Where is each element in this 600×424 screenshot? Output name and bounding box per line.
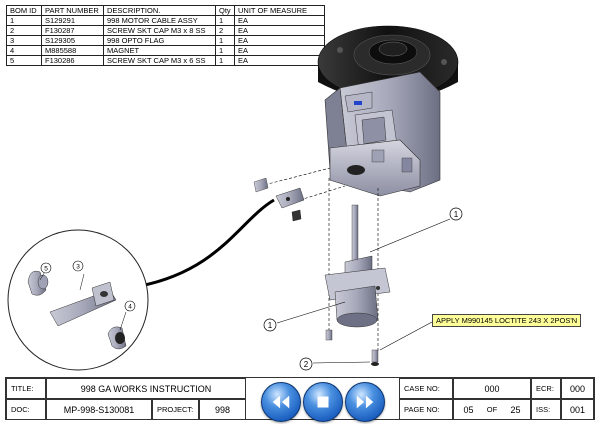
callout-1-upper bbox=[449, 207, 463, 221]
rewind-icon bbox=[272, 395, 290, 409]
detail-callout-5-label: 5 bbox=[44, 266, 48, 273]
detail-callout-3 bbox=[72, 260, 84, 272]
motor-housing-part bbox=[324, 71, 441, 197]
callout-2 bbox=[299, 357, 313, 371]
bom-header-row: BOM ID PART NUMBER DESCRIPTION. Qty UNIT… bbox=[6, 5, 325, 16]
iss-label: ISS: bbox=[531, 399, 561, 420]
doc-label: DOC: bbox=[6, 399, 46, 420]
opto-flag-part bbox=[275, 187, 305, 209]
cable-line bbox=[139, 198, 275, 288]
fast-forward-icon bbox=[356, 395, 374, 409]
table-row: 5 F130286 SCREW SKT CAP M3 x 6 SS 1 EA bbox=[6, 55, 325, 66]
project-value: 998 bbox=[199, 399, 246, 420]
loctite-note: APPLY M990145 LOCTITE 243 X 2POS'N bbox=[432, 314, 582, 327]
fast-forward-button[interactable] bbox=[345, 382, 385, 422]
rewind-button[interactable] bbox=[261, 382, 301, 422]
page-label: PAGE NO: bbox=[399, 399, 453, 420]
detail-view bbox=[7, 229, 149, 371]
detail-callout-4 bbox=[124, 300, 136, 312]
of-label: OF bbox=[483, 399, 501, 420]
callout-1-lower bbox=[263, 318, 277, 332]
iss-value: 001 bbox=[561, 399, 594, 420]
callout-2-label: 2 bbox=[304, 360, 309, 369]
motor-part bbox=[324, 204, 391, 328]
callout-1-lower-label: 1 bbox=[268, 321, 273, 330]
case-label: CASE NO: bbox=[399, 378, 453, 399]
page-value: 05 bbox=[453, 399, 483, 420]
doc-value: MP-998-S130081 bbox=[46, 399, 152, 420]
title-block: TITLE: 998 GA WORKS INSTRUCTION DOC: MP-… bbox=[5, 377, 595, 420]
bom-table: BOM ID PART NUMBER DESCRIPTION. Qty UNIT… bbox=[6, 5, 325, 66]
ecr-label: ECR: bbox=[531, 378, 561, 399]
detail-callout-5 bbox=[40, 262, 52, 274]
assembly-drawing: 1 1 2 3 4 5 bbox=[7, 25, 463, 371]
stop-icon bbox=[317, 396, 329, 408]
screw-part bbox=[253, 177, 379, 366]
title-value: 998 GA WORKS INSTRUCTION bbox=[46, 378, 246, 399]
callouts: 1 1 2 3 4 5 bbox=[40, 207, 463, 371]
callout-1-upper-label: 1 bbox=[454, 210, 459, 219]
of-value: 25 bbox=[501, 399, 531, 420]
detail-callout-4-label: 4 bbox=[128, 304, 132, 311]
stop-button[interactable] bbox=[303, 382, 343, 422]
detail-callout-3-label: 3 bbox=[76, 264, 80, 271]
ecr-value: 000 bbox=[561, 378, 594, 399]
title-label: TITLE: bbox=[6, 378, 46, 399]
project-label: PROJECT: bbox=[152, 399, 199, 420]
case-value: 000 bbox=[453, 378, 531, 399]
table-row: 1 S129291 998 MOTOR CABLE ASSY 1 EA bbox=[6, 15, 325, 26]
